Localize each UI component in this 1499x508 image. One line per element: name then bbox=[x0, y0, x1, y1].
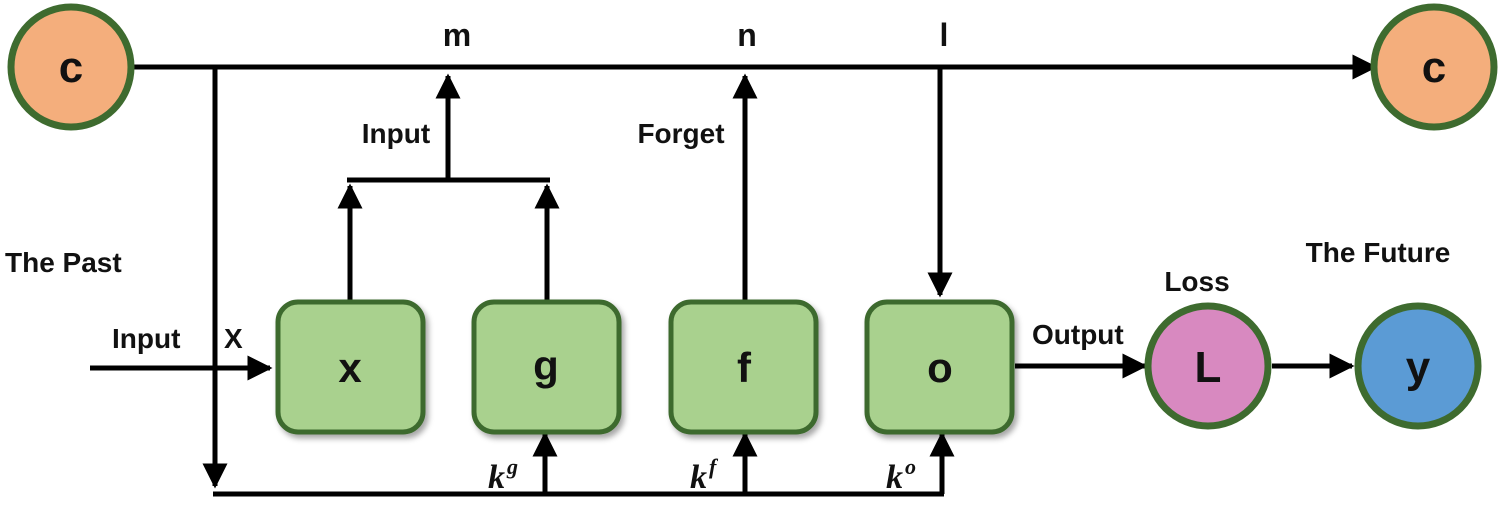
gate-f-box bbox=[668, 299, 819, 435]
gate-o-box bbox=[864, 299, 1015, 435]
weight-kg-base: k bbox=[488, 459, 505, 496]
weight-kg-label: kg bbox=[488, 454, 518, 496]
weight-ko-label: ko bbox=[886, 454, 916, 496]
gate-o: o bbox=[864, 299, 1015, 435]
future-node: y bbox=[1354, 302, 1482, 430]
input-gate-label: Input bbox=[362, 118, 430, 149]
weight-kf-label: kf bbox=[690, 454, 719, 496]
weight-ko-sup: o bbox=[905, 454, 916, 479]
x-input-label: X bbox=[224, 323, 243, 354]
weight-kf-sup: f bbox=[709, 454, 719, 479]
top-label-m: m bbox=[443, 17, 471, 53]
weight-kg-sup: g bbox=[506, 454, 518, 479]
gate-f-label: f bbox=[737, 344, 752, 391]
gate-x-label: x bbox=[338, 344, 362, 391]
cell-output-circle bbox=[1370, 3, 1498, 131]
loss-label: Loss bbox=[1164, 266, 1229, 297]
cell-output-node: c bbox=[1370, 3, 1498, 131]
wires bbox=[90, 54, 1378, 497]
cell-output-label: c bbox=[1422, 43, 1446, 92]
loss-node: L bbox=[1144, 302, 1272, 430]
cell-input-label: c bbox=[59, 43, 83, 92]
gate-g-label: g bbox=[533, 342, 559, 389]
gate-g-box bbox=[471, 299, 622, 435]
the-past-label: The Past bbox=[5, 247, 122, 278]
forget-gate-label: Forget bbox=[637, 118, 724, 149]
loss-circle bbox=[1144, 302, 1272, 430]
output-label: Output bbox=[1032, 319, 1124, 350]
gate-x-box bbox=[275, 299, 426, 435]
cell-input-node: c bbox=[7, 3, 135, 131]
gate-f: f bbox=[668, 299, 819, 435]
gate-o-label: o bbox=[927, 344, 953, 391]
weight-kf-base: k bbox=[690, 459, 707, 496]
top-label-n: n bbox=[737, 17, 757, 53]
weight-ko-base: k bbox=[886, 459, 903, 496]
loss-node-label: L bbox=[1195, 343, 1222, 392]
gate-g: g bbox=[471, 299, 622, 435]
future-node-label: y bbox=[1406, 343, 1431, 392]
future-circle bbox=[1354, 302, 1482, 430]
gate-x: x bbox=[275, 299, 426, 435]
the-future-label: The Future bbox=[1306, 237, 1451, 268]
input-left-label: Input bbox=[112, 323, 180, 354]
cell-input-circle bbox=[7, 3, 135, 131]
top-label-l: l bbox=[940, 17, 949, 53]
